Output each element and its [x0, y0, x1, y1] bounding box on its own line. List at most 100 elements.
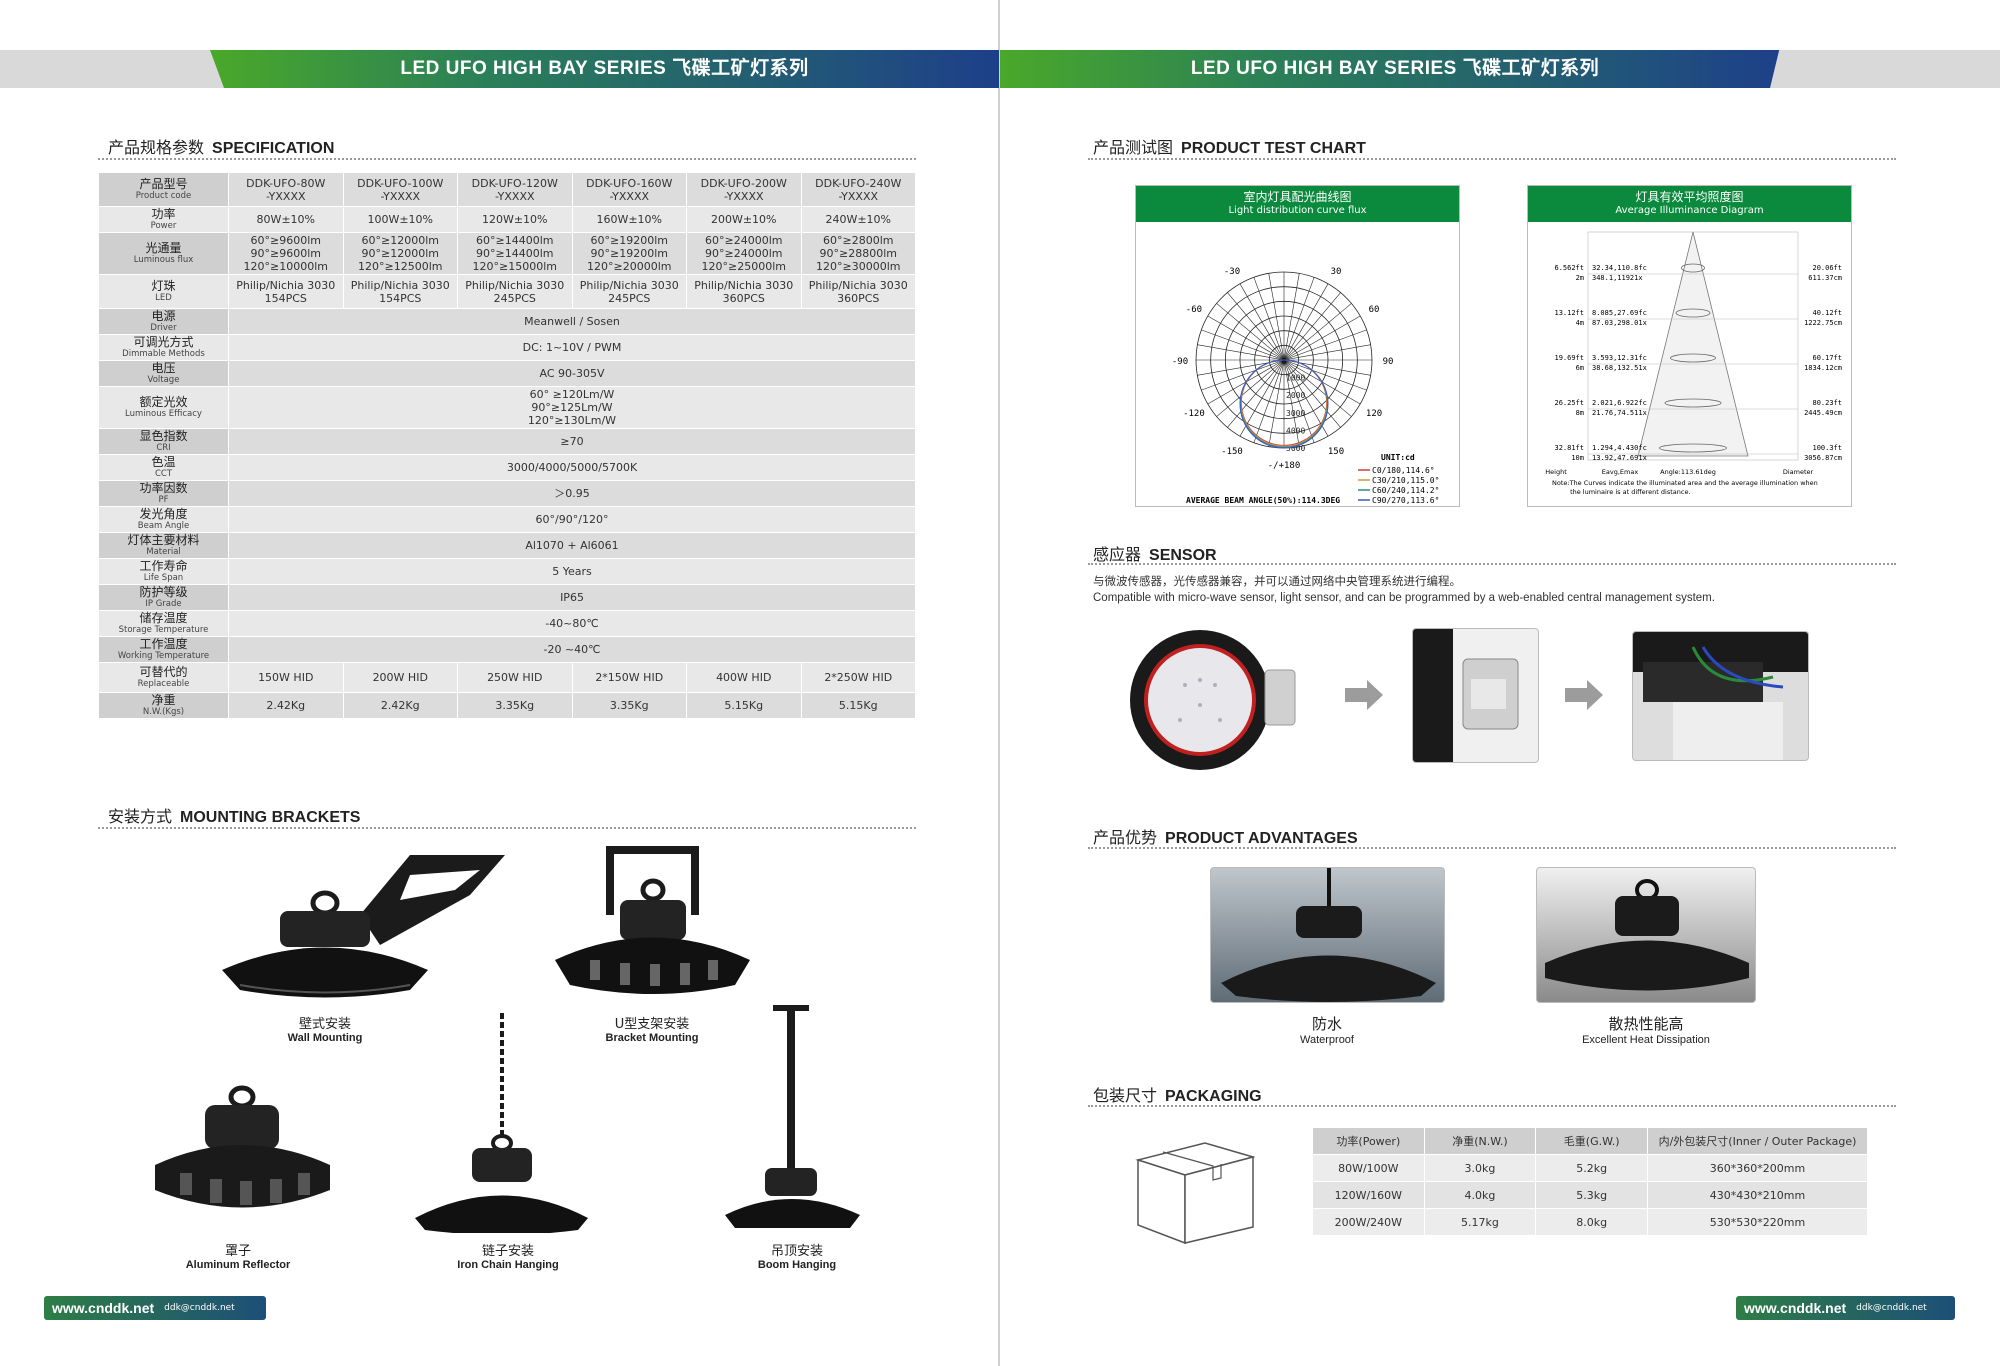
polar-legend-label: C0/180,114.6° — [1372, 466, 1435, 475]
illum-label: 38.68,132.51x — [1592, 364, 1647, 372]
spec-cell: AC 90-305V — [228, 360, 916, 387]
spec-cell: 60°≥24000lm 90°≥24000lm 120°≥25000lm — [686, 232, 802, 275]
packaging-cell: 200W/240W — [1312, 1208, 1425, 1236]
spec-cell: -40~80℃ — [228, 610, 916, 637]
spec-cell: 5.15Kg — [800, 692, 916, 719]
polar-radial-label: 4000 — [1286, 426, 1305, 435]
section-cn: 安装方式 — [108, 807, 173, 826]
illum-cone — [1637, 231, 1749, 457]
header-band-gray — [0, 50, 230, 88]
spec-cell: 250W HID — [457, 662, 573, 693]
spec-cell: Al1070 + Al6061 — [228, 532, 916, 559]
spec-cell: 3.35Kg — [571, 692, 687, 719]
spec-cell: Meanwell / Sosen — [228, 308, 916, 335]
polar-angle-label: 150 — [1328, 447, 1344, 457]
illuminance-chart-header: 灯具有效平均照度图 Average Illuminance Diagram — [1528, 186, 1851, 222]
spec-cell: -20 ~40℃ — [228, 636, 916, 663]
polar-angle-label: 90 — [1383, 357, 1394, 367]
caption-en: Aluminum Reflector — [185, 1259, 291, 1271]
footer-email[interactable]: ddk@cnddk.net — [1856, 1303, 1927, 1313]
section-en: SENSOR — [1149, 547, 1217, 564]
polar-angle-label: -150 — [1221, 447, 1243, 457]
spec-cell: 80W±10% — [228, 206, 344, 233]
caption-en: Iron Chain Hanging — [457, 1259, 559, 1271]
illum-footer-label: Eavg,Emax — [1602, 468, 1639, 476]
label-en: N.W.(Kgs) — [142, 707, 185, 717]
section-en: PRODUCT TEST CHART — [1181, 140, 1366, 157]
spec-cell: DC: 1~10V / PWM — [228, 334, 916, 361]
section-divider — [98, 158, 916, 160]
chart-title-cn: 灯具有效平均照度图 — [1635, 190, 1744, 204]
section-cn: 包装尺寸 — [1093, 1086, 1158, 1105]
spec-cell: 2*250W HID — [800, 662, 916, 693]
illum-label: 6m — [1576, 364, 1584, 372]
polar-radial-label: 2000 — [1286, 391, 1305, 400]
label-cn: 可调光方式 — [133, 335, 194, 349]
packaging-cell: 80W/100W — [1312, 1154, 1425, 1182]
spec-cell: 60°/90°/120° — [228, 506, 916, 533]
polar-chart-box: 室内灯具配光曲线图 Light distribution curve flux … — [1135, 185, 1460, 507]
label-cn: 电压 — [151, 361, 176, 375]
illuminance-chart: 6.562ft2m32.34,110.8fc348.1,11921x20.06f… — [1545, 231, 1842, 496]
label-en: LED — [155, 293, 172, 303]
sensor-text-cn: 与微波传感器，光传感器兼容，并可以通过网络中央管理系统进行编程。 — [1093, 574, 1461, 588]
footer-contact: www.cnddk.net ddk@cnddk.net — [1736, 1296, 1955, 1320]
caption-en: Wall Mounting — [287, 1032, 363, 1044]
packaging-cell: 3.0kg — [1423, 1154, 1537, 1182]
packaging-header-row: 功率(Power)净重(N.W.)毛重(G.W.)内/外包装尺寸(Inner /… — [1312, 1127, 1868, 1155]
header-title: LED UFO HIGH BAY SERIES 飞碟工矿灯系列 — [1190, 58, 1600, 79]
polar-angle-label: -/+180 — [1268, 461, 1301, 471]
caption-cn: U型支架安装 — [614, 1017, 690, 1032]
spec-cell: DDK-UFO-120W -YXXXX — [457, 172, 573, 207]
label-cn: 色温 — [151, 455, 176, 469]
label-en: Working Temperature — [117, 651, 210, 661]
polar-curve — [1239, 359, 1329, 449]
packaging-cell: 8.0kg — [1535, 1208, 1648, 1236]
illum-label: 19.69ft — [1554, 354, 1584, 362]
label-cn: 产品型号 — [139, 177, 188, 191]
section-cn: 感应器 — [1093, 545, 1142, 564]
arrow-icon — [1345, 680, 1383, 710]
header-band-gray — [1770, 50, 2000, 88]
packaging-header: 净重(N.W.) — [1423, 1127, 1537, 1155]
section-divider — [1088, 158, 1896, 160]
label-cn: 光通量 — [145, 241, 182, 255]
caption-cn: 链子安装 — [481, 1244, 534, 1259]
footer-website[interactable]: www.cnddk.net — [52, 1300, 155, 1316]
packaging-cell: 120W/160W — [1312, 1181, 1425, 1209]
caption-en: Bracket Mounting — [605, 1032, 699, 1044]
illum-ring — [1675, 308, 1711, 318]
illum-label: 2m — [1576, 274, 1584, 282]
illum-label: 10m — [1571, 454, 1584, 462]
polar-angle-label: -120 — [1183, 409, 1205, 419]
label-cn: 灯珠 — [151, 279, 176, 293]
footer-email[interactable]: ddk@cnddk.net — [164, 1303, 235, 1313]
packaging-header: 毛重(G.W.) — [1535, 1127, 1648, 1155]
label-en: CRI — [156, 443, 171, 453]
label-en: Product code — [135, 191, 192, 201]
footer-website[interactable]: www.cnddk.net — [1744, 1300, 1847, 1316]
illum-ring — [1664, 398, 1722, 408]
polar-legend-label: C60/240,114.2° — [1372, 486, 1439, 495]
illum-ring — [1659, 443, 1727, 453]
wall-mounting-illustration — [222, 855, 505, 998]
caption-cn: 壁式安装 — [298, 1017, 351, 1032]
polar-angle-label: 60 — [1369, 305, 1380, 315]
illum-label: 32.81ft — [1554, 444, 1584, 452]
spec-cell: 5 Years — [228, 558, 916, 585]
label-cn: 额定光效 — [139, 395, 188, 409]
